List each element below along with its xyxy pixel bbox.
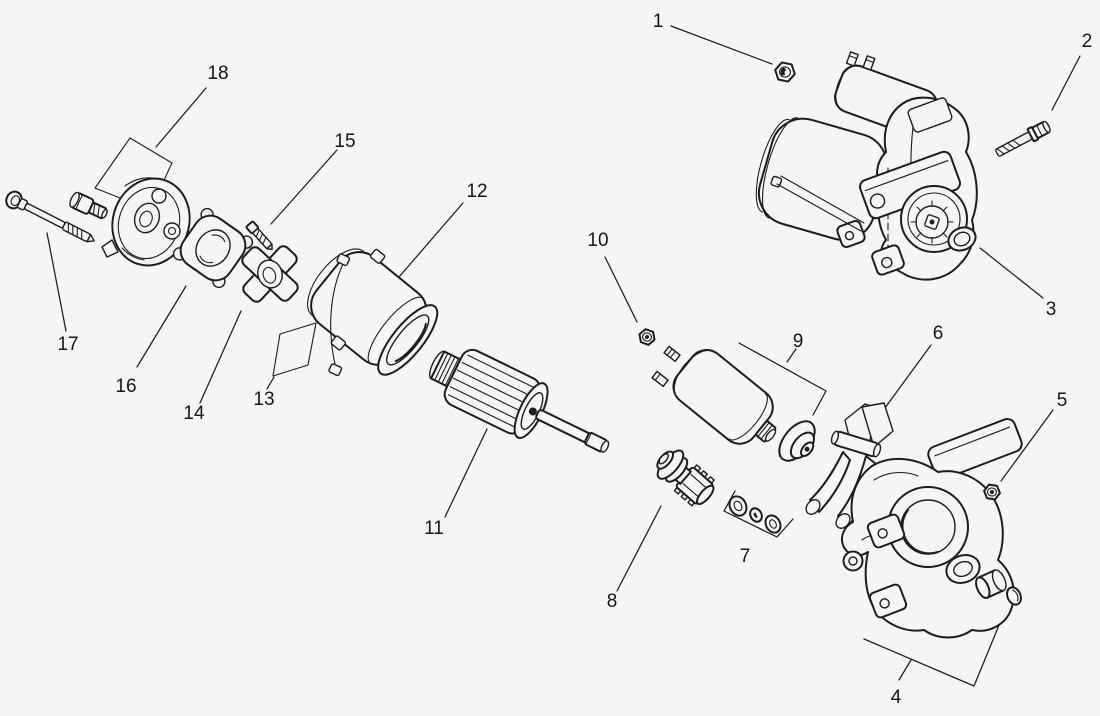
- part-end-cap-group: [69, 137, 191, 267]
- part-4-bushing: [975, 569, 1007, 599]
- callout-label-7: 7: [740, 546, 751, 567]
- callout-label-14: 14: [183, 403, 205, 424]
- callout-label-3: 3: [1046, 299, 1057, 320]
- leader-2: [1051, 55, 1081, 111]
- leader-8: [616, 505, 662, 592]
- assembly-bolt-fitting: [770, 175, 783, 188]
- callout-label-16: 16: [115, 376, 136, 397]
- part-13-strap: [330, 261, 345, 373]
- part-solenoid: [651, 345, 816, 462]
- part-motor-housing: [307, 248, 439, 376]
- assembly-nose: [947, 226, 977, 252]
- callout-labels: 1 2 3 4 5 6 7 8 9 10 11 12 13 14 15 16 1…: [57, 11, 1092, 708]
- part-screw: [245, 220, 273, 251]
- leader-12: [398, 202, 464, 278]
- part-through-bolt: [5, 190, 95, 243]
- callout-label-1: 1: [653, 11, 664, 32]
- callout-label-11: 11: [424, 518, 444, 539]
- part-washer-set: [728, 495, 782, 534]
- part-nut-10: [638, 328, 656, 346]
- part-retainer-plate: [241, 245, 299, 303]
- assembly-top-block: [907, 97, 953, 133]
- assembly-foot-rear: [836, 219, 866, 249]
- assembly-gear: [910, 200, 954, 244]
- leader-10: [604, 256, 638, 323]
- leader-18: [155, 87, 207, 148]
- callout-label-8: 8: [607, 591, 618, 612]
- part-end-cap: [101, 177, 191, 267]
- callout-label-17: 17: [57, 334, 78, 355]
- leader-1: [670, 25, 773, 65]
- callout-label-12: 12: [466, 181, 487, 202]
- callout-label-18: 18: [207, 63, 228, 84]
- callout-label-5: 5: [1057, 390, 1068, 411]
- part-drive-pinion: [656, 449, 715, 507]
- leader-9-tick: [786, 348, 797, 363]
- callout-label-15: 15: [334, 131, 355, 152]
- part-13-flag: [272, 322, 317, 377]
- part-armature: [428, 348, 610, 453]
- part-13-clip-bottom: [328, 363, 343, 377]
- leader-9-bracket: [738, 342, 827, 416]
- leader-17: [46, 232, 67, 332]
- leader-15: [270, 149, 338, 225]
- part-mounting-bolt: [995, 120, 1051, 157]
- callout-label-13: 13: [253, 389, 274, 410]
- part-13-clip-top: [336, 253, 351, 267]
- leader-5: [1000, 409, 1054, 482]
- part-brush-plate: [172, 207, 254, 289]
- leader-13: [266, 376, 275, 390]
- part-drive-end-housing: [841, 417, 1023, 639]
- solenoid-plunger: [778, 420, 816, 462]
- leader-lines: [46, 25, 1081, 687]
- leader-16: [136, 285, 187, 368]
- part-4-plug: [1006, 586, 1022, 606]
- part-starter-assembly: [755, 51, 978, 281]
- callout-label-9: 9: [793, 331, 804, 352]
- leader-3: [979, 247, 1044, 299]
- leader-4-tick: [898, 659, 912, 681]
- callout-label-10: 10: [587, 230, 608, 251]
- part-nut-1: [774, 61, 796, 83]
- part-nut-5: [983, 483, 1001, 501]
- leader-14: [199, 310, 242, 404]
- assembly-foot-front: [871, 244, 905, 276]
- callout-label-6: 6: [933, 323, 944, 344]
- callout-label-4: 4: [891, 687, 902, 708]
- leader-6: [881, 344, 932, 413]
- callout-label-2: 2: [1082, 31, 1093, 52]
- leader-11: [444, 428, 488, 518]
- part-18-bolt: [69, 191, 108, 220]
